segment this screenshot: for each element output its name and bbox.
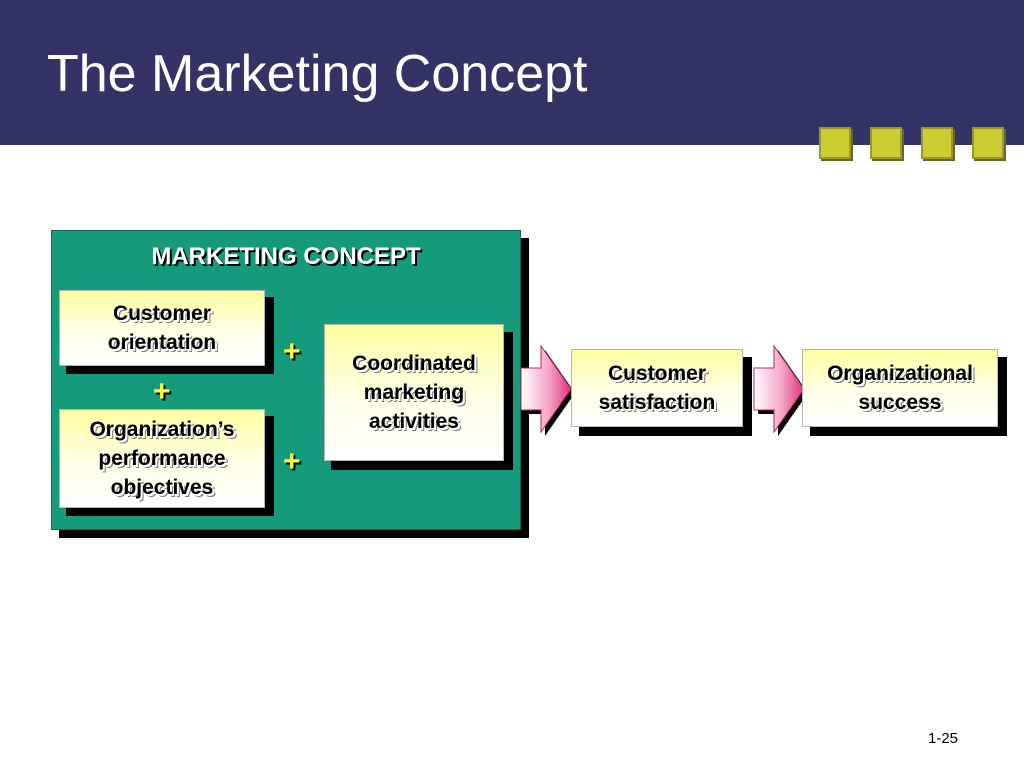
marketing-concept-header: MARKETING CONCEPT [151, 243, 421, 270]
plus-sign-bottom: + [283, 445, 301, 478]
decorative-square-3 [921, 127, 953, 159]
slide-number: 1-25 [928, 730, 959, 747]
plus-sign-middle: + [153, 375, 171, 408]
arrow-right-icon [753, 344, 808, 436]
organizational-success-box: Organizational success [802, 349, 998, 427]
customer-satisfaction-label: Customer satisfaction [598, 362, 716, 414]
customer-satisfaction-box: Customer satisfaction [571, 349, 743, 427]
decorative-square-1 [819, 127, 851, 159]
slide-title: The Marketing Concept [47, 45, 588, 103]
org-objectives-label: Organization’s performance objectives [89, 418, 235, 499]
coordinated-activities-box: Coordinated marketing activities [324, 324, 504, 461]
decorative-square-2 [870, 127, 902, 159]
customer-orientation-box: Customer orientation [59, 290, 265, 366]
plus-sign-top: + [283, 335, 301, 368]
customer-orientation-label: Customer orientation [107, 302, 217, 354]
decorative-square-4 [972, 127, 1004, 159]
title-underline [0, 141, 1024, 145]
arrow-right-icon [520, 344, 575, 436]
org-objectives-box: Organization’s performance objectives [59, 409, 265, 508]
organizational-success-label: Organizational success [827, 362, 973, 414]
coordinated-activities-label: Coordinated marketing activities [352, 352, 476, 433]
